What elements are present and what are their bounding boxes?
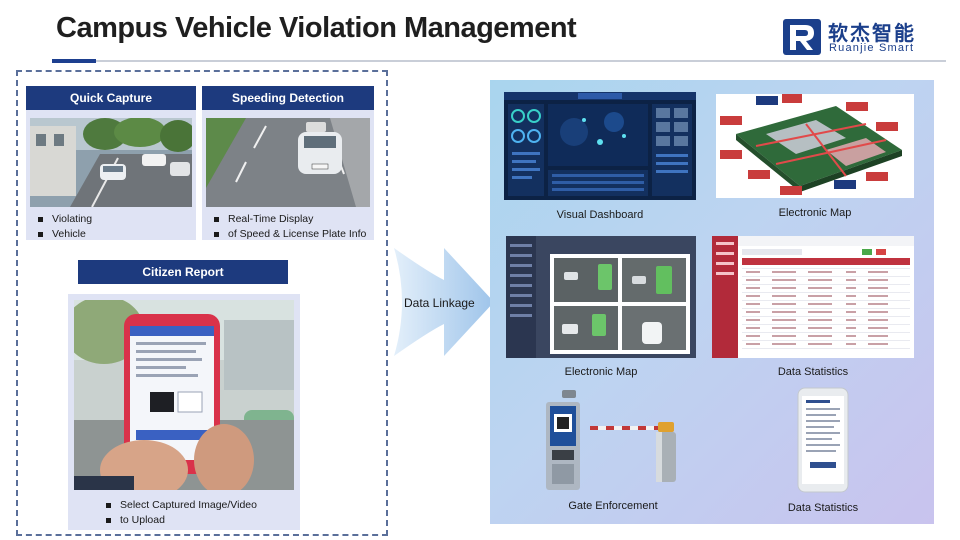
title-divider [52,60,946,62]
speeding-detection-bullets: Real-Time Display of Speed & License Pla… [214,212,370,242]
data-statistics-mobile-thumb [790,386,856,494]
citizen-report-photo [74,300,294,490]
bullet-item: of Speed & License Plate Info [214,227,370,242]
bullet-item: Violating [38,212,188,227]
module-caption: Electronic Map [778,207,852,219]
bullet-item: Vehicle [38,227,188,242]
data-linkage-arrow-icon [394,248,494,356]
logo-name-cn: 软杰智能 [828,21,916,45]
quick-capture-card: Quick Capture Violating Vehicle [26,86,196,240]
brand-logo: 软杰智能 Ruanjie Smart [783,17,933,57]
title-accent-bar [52,59,96,63]
gate-enforcement-thumb [538,388,688,492]
citizen-report-card: Select Captured Image/Video to Upload [68,294,300,530]
data-linkage-label: Data Linkage [404,296,475,310]
quick-capture-title: Quick Capture [26,86,196,110]
capture-channels-panel: Quick Capture Violating Vehicle [16,70,388,536]
quick-capture-photo [30,118,192,207]
quick-capture-bullets: Violating Vehicle [38,212,188,242]
logo-name-en: Ruanjie Smart [829,42,915,54]
bullet-item: Select Captured Image/Video [106,498,296,513]
data-statistics-table-thumb [712,236,914,358]
speeding-detection-title: Speeding Detection [202,86,374,110]
logo-mark-icon [783,19,821,55]
platform-modules-panel: Visual Dashboard Electronic Map [490,80,934,524]
electronic-map-3d-thumb [716,94,914,198]
module-caption: Electronic Map [564,366,638,378]
visual-dashboard-thumb [504,92,696,200]
speeding-detection-photo [206,118,370,207]
citizen-report-title: Citizen Report [78,260,288,284]
module-caption: Gate Enforcement [568,500,658,512]
bullet-item: Real-Time Display [214,212,370,227]
module-caption: Visual Dashboard [556,209,644,221]
page-title: Campus Vehicle Violation Management [56,12,577,44]
citizen-report-bullets: Select Captured Image/Video to Upload [106,498,296,528]
speeding-detection-card: Speeding Detection Real-Time Display of … [202,86,374,240]
module-caption: Data Statistics [777,366,849,378]
module-caption: Data Statistics [787,502,859,514]
electronic-map-video-thumb [506,236,696,358]
bullet-item: to Upload [106,513,296,528]
